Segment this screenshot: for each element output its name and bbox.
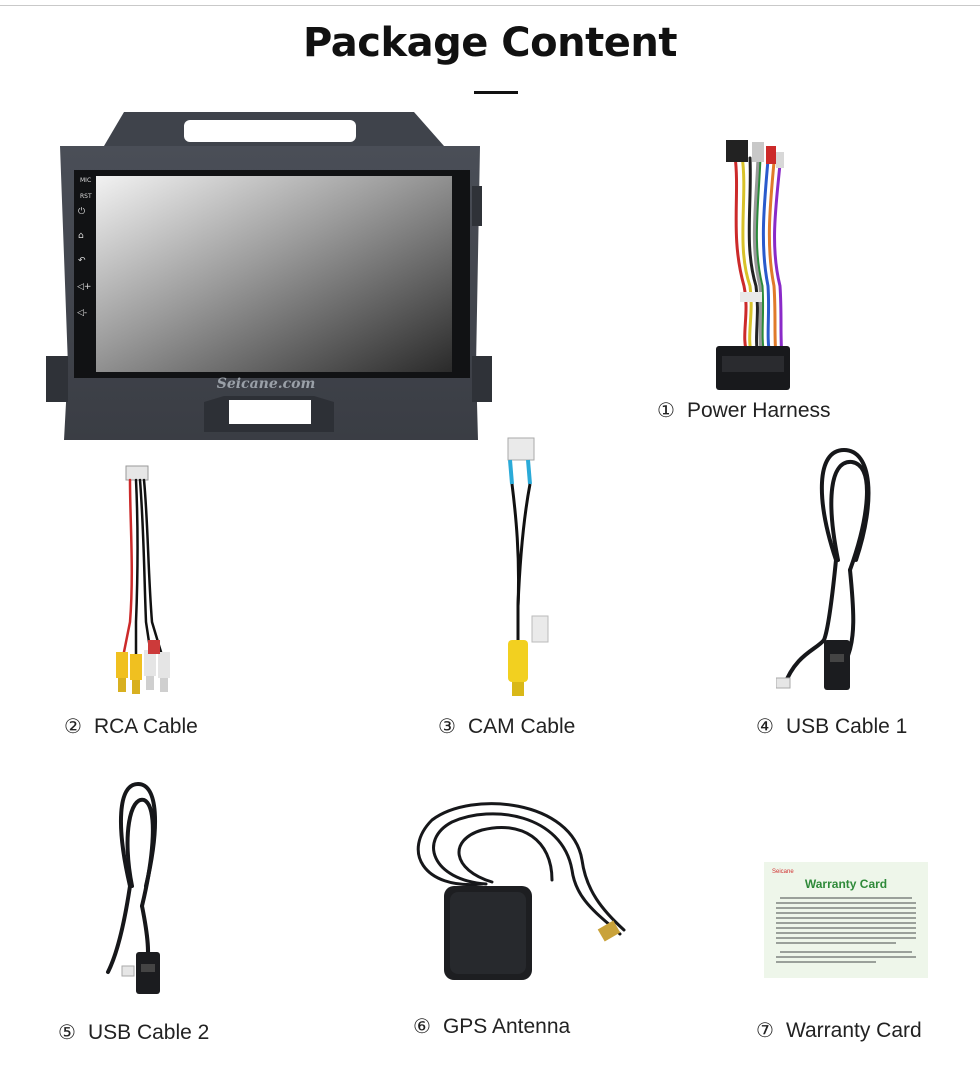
item-6-caption: ⑥ GPS Antenna bbox=[413, 1014, 570, 1039]
top-divider bbox=[0, 5, 980, 6]
item-6-number: ⑥ bbox=[413, 1014, 431, 1038]
item-6-label: GPS Antenna bbox=[442, 1015, 571, 1038]
item-7-number: ⑦ bbox=[756, 1018, 774, 1042]
rst-button-label: RST bbox=[80, 193, 92, 200]
volume-down-icon: ◁- bbox=[77, 308, 87, 318]
item-3-caption: ③ CAM Cable bbox=[438, 714, 575, 739]
home-icon: ⌂ bbox=[78, 231, 84, 241]
item-4-number: ④ bbox=[756, 714, 774, 738]
usb-cable-2-image bbox=[96, 776, 176, 998]
item-2-label: RCA Cable bbox=[93, 715, 198, 738]
title-underline bbox=[474, 91, 518, 94]
warranty-card-fine-print bbox=[776, 897, 916, 963]
power-icon: ⏻ bbox=[78, 206, 85, 217]
usb-cable-1-image bbox=[776, 440, 896, 696]
item-3-label: CAM Cable bbox=[467, 715, 576, 738]
item-5-number: ⑤ bbox=[58, 1020, 76, 1044]
cam-cable-image bbox=[490, 436, 560, 700]
page-title: Package Content bbox=[303, 20, 677, 66]
volume-up-icon: ◁+ bbox=[77, 282, 91, 292]
power-harness-image bbox=[700, 136, 810, 392]
back-icon: ↶ bbox=[78, 256, 86, 266]
item-1-number: ① bbox=[657, 398, 675, 422]
item-1-caption: ① Power Harness bbox=[657, 398, 831, 423]
item-3-number: ③ bbox=[438, 714, 456, 738]
item-4-caption: ④ USB Cable 1 bbox=[756, 714, 907, 739]
item-5-label: USB Cable 2 bbox=[87, 1021, 210, 1044]
gps-antenna-image bbox=[402, 800, 646, 986]
warranty-card-heading: Warranty Card bbox=[804, 877, 888, 891]
head-unit-image: MIC RST ⏻ ⌂ ↶ ◁+ ◁- Seicane.com bbox=[44, 106, 494, 440]
item-5-caption: ⑤ USB Cable 2 bbox=[58, 1020, 209, 1045]
rca-cable-image bbox=[100, 462, 190, 698]
item-7-label: Warranty Card bbox=[785, 1019, 922, 1042]
warranty-card-brand: Seicane bbox=[772, 869, 794, 875]
item-2-caption: ② RCA Cable bbox=[64, 714, 198, 739]
item-7-caption: ⑦ Warranty Card bbox=[756, 1018, 922, 1043]
item-2-number: ② bbox=[64, 714, 82, 738]
brand-watermark: Seicane.com bbox=[217, 376, 316, 392]
warranty-card: Seicane Warranty Card bbox=[764, 862, 928, 978]
item-1-label: Power Harness bbox=[686, 399, 831, 422]
mic-button-label: MIC bbox=[80, 177, 91, 184]
item-4-label: USB Cable 1 bbox=[785, 715, 908, 738]
